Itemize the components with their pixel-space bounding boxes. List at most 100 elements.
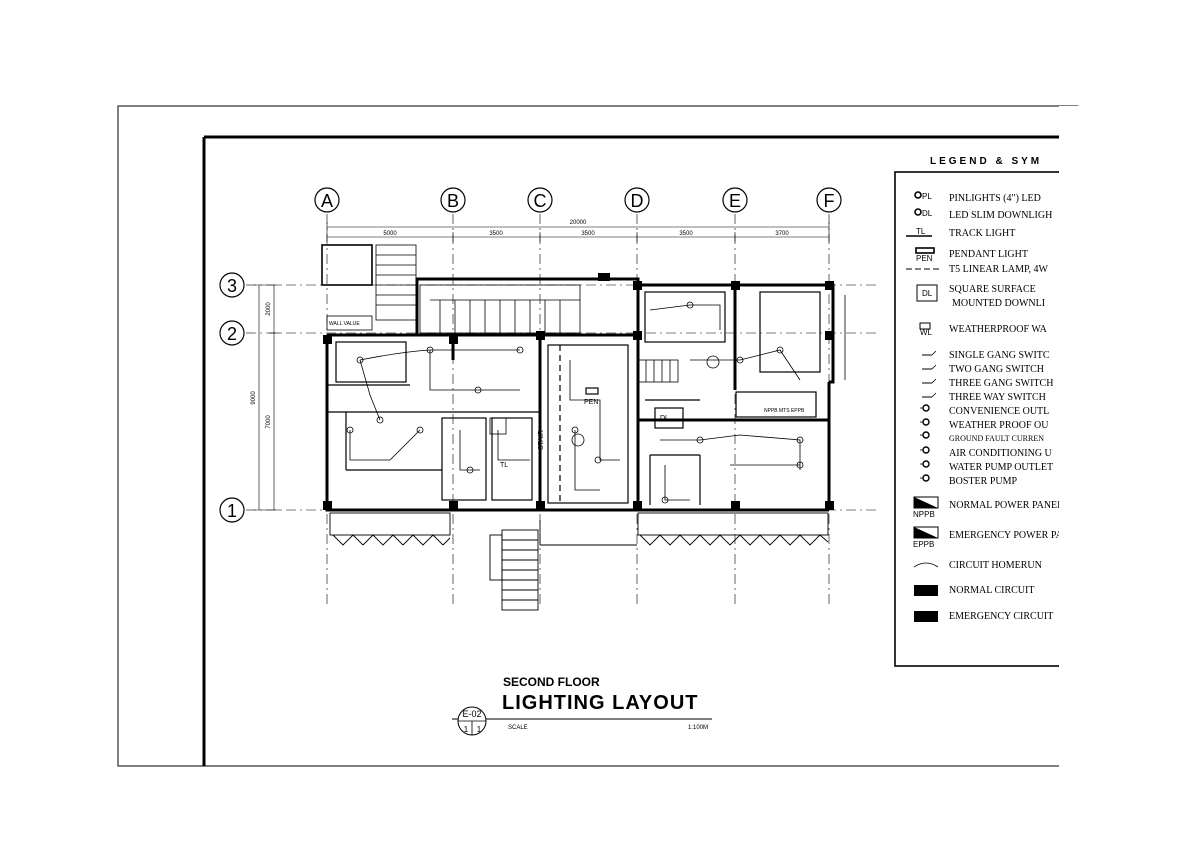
legend-title: LEGEND & SYM [930,156,1042,167]
span-e-f: 3700 [775,231,789,237]
legend-row: EPPB EMERGENCY POWER PA [913,526,1063,549]
floor-plan [321,244,846,611]
legend-label: MOUNTED DOWNLI [952,298,1045,309]
grid-label-f: F [824,191,835,211]
span-c-d: 3500 [581,231,595,237]
span-3-2: 2000 [266,302,272,316]
legend-symbol-icon [922,350,937,356]
legend-row: PL PINLIGHTS (4") LED [914,191,1041,204]
panels-label: NPPB MTS EPPB [764,408,805,414]
legend-symbol-code: DL [922,289,933,298]
legend-symbol-icon [914,585,938,596]
lighting-circuits [349,295,846,501]
legend-symbol-code: TL [916,227,926,236]
legend-label: EMERGENCY POWER PA [949,530,1063,541]
interior-walls [327,291,821,505]
legend-row: WATER PUMP OUTLET [920,460,1053,473]
legend-row: TWO GANG SWITCH [922,364,1044,375]
legend-symbol-code: DL [922,209,933,218]
legend-symbol-code: EPPB [913,540,934,549]
legend-symbol-code: WL [920,328,933,337]
legend-row: CONVENIENCE OUTL [920,404,1049,417]
stair-label: STAIR [538,430,545,450]
legend-row: AIR CONDITIONING U [920,446,1053,459]
dimension-labels-vertical: 2000 7000 9000 [251,302,272,429]
outer-frame [117,105,1079,767]
stairs-middle [637,359,679,383]
stairs-upper [321,244,581,334]
legend-symbol-icon [919,322,931,330]
legend-row: T5 LINEAR LAMP, 4W [906,264,1048,275]
legend-rows: PL PINLIGHTS (4") LED DL LED SLIM DOWNLIGH T… [906,191,1063,622]
span-2-1: 7000 [266,415,272,429]
legend-row: SINGLE GANG SWITC [922,350,1050,361]
legend-label: BOSTER PUMP [949,476,1018,487]
legend-label: NORMAL CIRCUIT [949,585,1034,596]
scale-label: SCALE [508,725,528,731]
dimension-strings-horizontal [326,222,830,242]
legend-label: CONVENIENCE OUTL [949,406,1049,417]
dimension-strings-vertical [254,284,280,511]
legend-symbol-icon [914,191,922,199]
legend-label: THREE WAY SWITCH [949,392,1046,403]
legend-row: CIRCUIT HOMERUN [913,560,1042,571]
legend-row: WEATHER PROOF OU [920,418,1049,431]
legend-row: DL LED SLIM DOWNLIGH [914,208,1052,221]
sheet-number: E-02 [462,709,481,719]
legend-symbol-icon [915,247,935,254]
legend-symbol-icon [916,284,938,302]
legend-row: THREE WAY SWITCH [922,392,1046,403]
dimension-labels-horizontal: 20000 5000 3500 3500 3500 3700 [383,220,789,237]
legend-symbol-icon [914,611,938,622]
legend-row: NORMAL CIRCUIT [914,585,1034,596]
grid-bubble-c: C [527,187,553,213]
legend-row: MOUNTED DOWNLI [952,298,1045,309]
legend-label: PINLIGHTS (4") LED [949,193,1041,204]
right-crop [1059,106,1200,848]
detail-right-number: 1 [477,725,482,734]
grid-label-d: D [631,191,644,211]
detail-left-number: 1 [464,725,469,734]
legend-label: CIRCUIT HOMERUN [949,560,1042,571]
grid-label-a: A [321,191,333,211]
legend-symbol-icon [922,364,937,370]
legend-row: THREE GANG SWITCH [922,378,1053,389]
legend-label: NORMAL POWER PANEL [949,500,1063,511]
legend-symbol-icon [920,474,930,482]
legend-label: TWO GANG SWITCH [949,364,1044,375]
legend-row: GROUND FAULT CURREN [920,431,1044,443]
light-fixtures [346,301,804,504]
overall-row-dimension: 9000 [251,391,257,405]
stairs-lower [489,520,637,611]
legend-label: SINGLE GANG SWITC [949,350,1050,361]
grid-label-e: E [729,191,741,211]
legend-symbol-code: PL [922,192,932,201]
drawing-subtitle: SECOND FLOOR [503,675,600,689]
legend-label: WEATHER PROOF OU [949,420,1049,431]
legend-label: SQUARE SURFACE [949,284,1036,295]
plan-annotations: STAIR PEN TL DL NPPB MTS EPPB WALL VALUE [329,321,805,469]
legend-label: T5 LINEAR LAMP, 4W [949,264,1048,275]
grid-bubble-1: 1 [219,497,245,523]
grid-label-b: B [447,191,459,211]
title-block: SECOND FLOOR LIGHTING LAYOUT E-02 1 1 SC… [452,675,712,736]
grid-label-2: 2 [227,324,237,344]
legend-symbol-icon [920,431,930,439]
wall-label: WALL VALUE [329,321,360,327]
balconies [329,512,829,546]
legend-label: EMERGENCY CIRCUIT [949,611,1053,622]
span-d-e: 3500 [679,231,693,237]
legend-row: EMERGENCY CIRCUIT [914,611,1053,622]
legend-symbol-icon [913,496,939,509]
structural-columns [323,273,834,510]
overall-dimension: 20000 [570,220,587,226]
drawing-title: LIGHTING LAYOUT [502,692,698,714]
legend-label: LED SLIM DOWNLIGH [949,210,1052,221]
legend-label: THREE GANG SWITCH [949,378,1053,389]
pendant-label: PEN [584,399,598,406]
grid-bubble-e: E [722,187,748,213]
legend-label: AIR CONDITIONING U [949,448,1053,459]
